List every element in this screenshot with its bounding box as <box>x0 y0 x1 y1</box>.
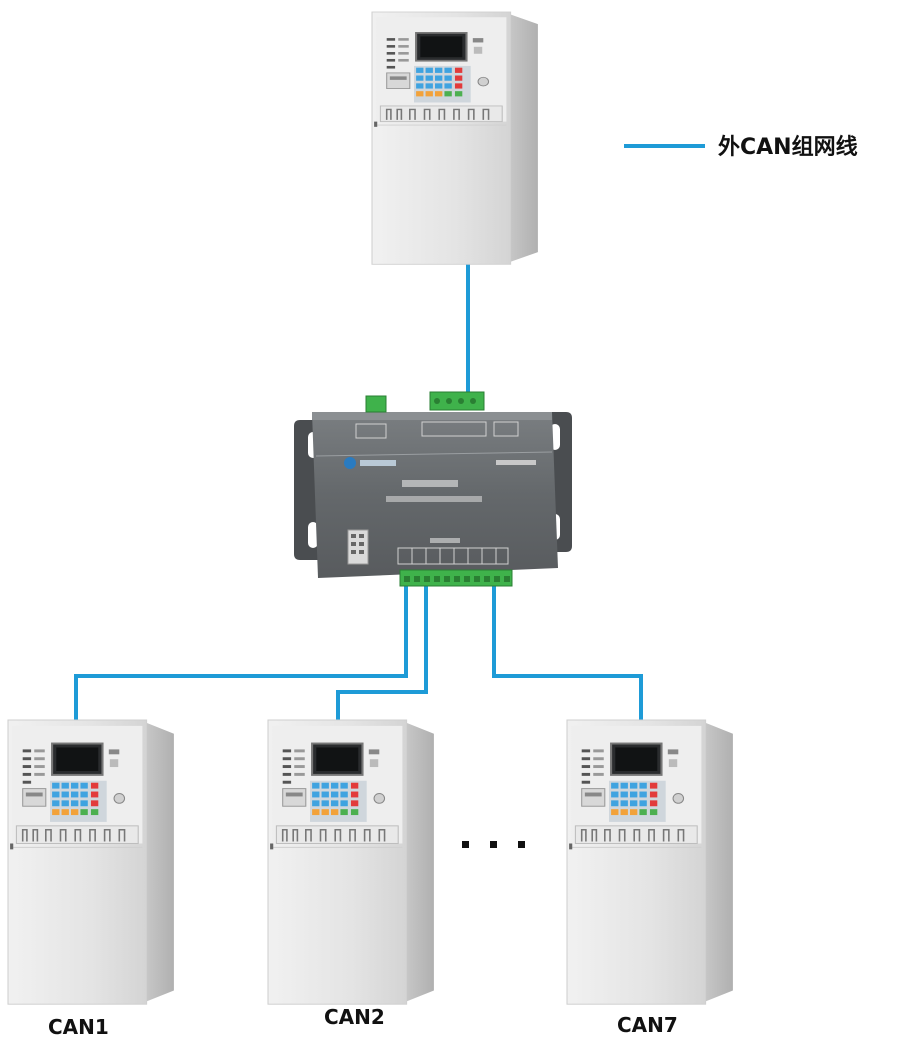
panel-can1 <box>6 718 175 1006</box>
wire-can2 <box>336 582 428 724</box>
wire-can1 <box>74 582 408 724</box>
legend-label: 外CAN组网线 <box>718 134 858 160</box>
ellipsis-dots <box>462 841 525 848</box>
panel-can7 <box>565 718 734 1006</box>
can-wires <box>74 258 643 724</box>
label-can2: CAN2 <box>324 1005 385 1029</box>
can-gateway-device <box>294 391 572 587</box>
panel-can2 <box>266 718 435 1006</box>
label-can1: CAN1 <box>48 1015 109 1039</box>
top-fire-alarm-panel <box>370 10 539 266</box>
label-can7: CAN7 <box>617 1013 678 1037</box>
wire-can7 <box>492 582 643 724</box>
